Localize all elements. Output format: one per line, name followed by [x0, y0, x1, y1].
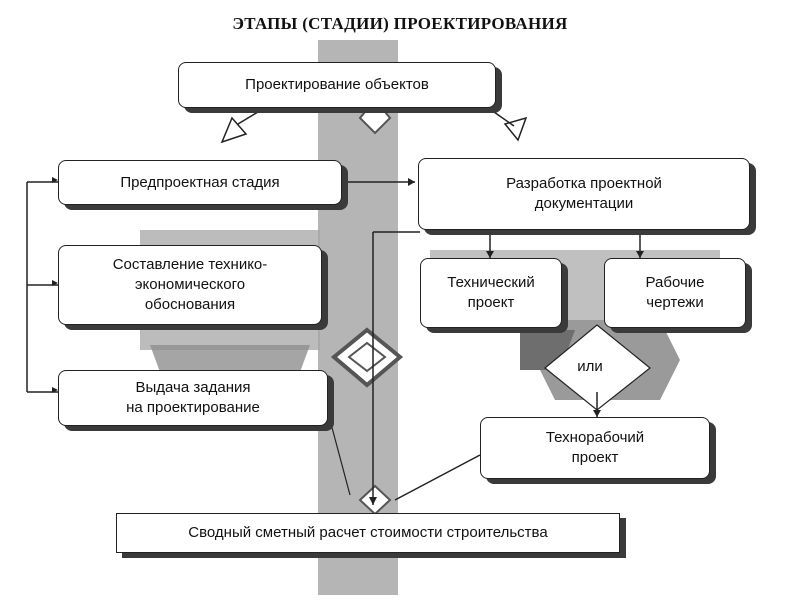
node-design-objects: Проектирование объектов [178, 62, 496, 108]
node-design-objects-label: Проектирование объектов [245, 76, 429, 93]
node-feasibility: Составление технико- экономического обос… [58, 245, 322, 325]
page-title: ЭТАПЫ (СТАДИИ) ПРОЕКТИРОВАНИЯ [232, 14, 568, 33]
node-working-drawings-label: Рабочие чертежи [645, 274, 705, 311]
node-or-label: или [577, 358, 603, 375]
node-tech-working-label: Технорабочий проект [545, 429, 645, 466]
connector-techworking-summary [394, 454, 481, 501]
center-diamond-middle-inner [347, 341, 387, 373]
node-tech-project: Технический проект [420, 258, 562, 328]
node-summary-estimate-label: Сводный сметный расчет стоимости строите… [188, 524, 548, 541]
center-diamond-top [358, 98, 392, 135]
node-project-docs: Разработка проектной документации [418, 158, 750, 230]
left-band-lower [150, 345, 310, 372]
node-pre-design: Предпроектная стадия [58, 160, 342, 205]
node-summary-estimate: Сводный сметный расчет стоимости строите… [116, 513, 620, 553]
node-tech-project-label: Технический проект [447, 274, 535, 311]
node-project-docs-label: Разработка проектной документации [506, 175, 662, 212]
arrow-top-left [220, 116, 248, 144]
node-tech-working: Технорабочий проект [480, 417, 710, 479]
node-feasibility-label: Составление технико- экономического обос… [112, 256, 268, 313]
node-pre-design-label: Предпроектная стадия [120, 173, 280, 191]
node-assignment: Выдача задания на проектирование [58, 370, 328, 426]
node-assignment-label: Выдача задания на проектирование [126, 379, 260, 416]
node-working-drawings: Рабочие чертежи [604, 258, 746, 328]
